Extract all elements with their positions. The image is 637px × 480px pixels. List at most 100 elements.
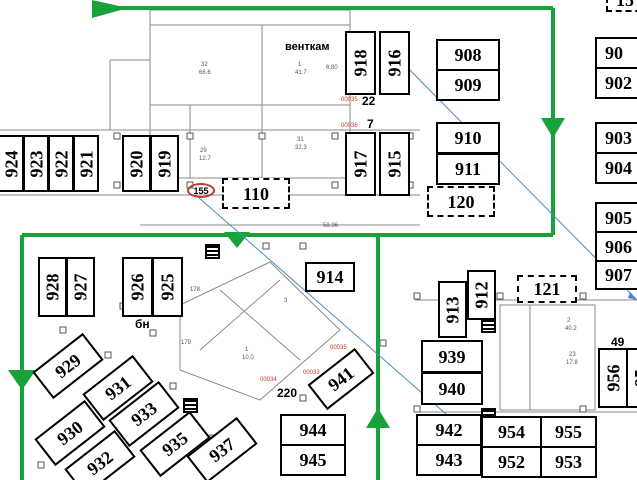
unit-955-label: 955 <box>555 422 582 442</box>
unit-942[interactable]: 942 <box>416 414 482 446</box>
unit-917-label: 917 <box>350 150 371 178</box>
arrow-left-down <box>8 370 36 390</box>
unit-928-label: 928 <box>42 273 63 301</box>
unit-952[interactable]: 952 <box>481 446 542 478</box>
red-label-4: 00034 <box>260 377 277 383</box>
red-label-5: 00035 <box>330 345 347 351</box>
route-arrows <box>8 0 565 428</box>
unit-913[interactable]: 913 <box>438 281 467 338</box>
unit-923[interactable]: 923 <box>23 135 49 192</box>
room-label-right-23: 23 <box>569 352 576 358</box>
unit-941-label: 941 <box>324 362 358 396</box>
dashed-unit-110[interactable]: 110 <box>222 178 290 209</box>
room-label-1: 1 <box>298 62 302 68</box>
unit-933-label: 933 <box>127 397 161 431</box>
red-label-2: 00036 <box>341 123 358 129</box>
unit-927[interactable]: 927 <box>66 257 95 317</box>
unit-919-label: 919 <box>154 150 175 177</box>
unit-912[interactable]: 912 <box>467 270 496 320</box>
unit-919[interactable]: 919 <box>150 135 179 192</box>
unit-907-label: 907 <box>605 265 632 285</box>
stair-icon-1 <box>205 244 220 259</box>
unit-953[interactable]: 953 <box>540 446 597 478</box>
unit-903[interactable]: 903 <box>595 122 637 154</box>
unit-939[interactable]: 939 <box>421 340 483 373</box>
dashed-unit-121[interactable]: 121 <box>517 275 577 303</box>
unit-906[interactable]: 906 <box>595 231 637 263</box>
unit-929-label: 929 <box>51 349 85 383</box>
room-label-178: 178 <box>190 287 201 293</box>
unit-913-label: 913 <box>442 296 463 323</box>
unit-926-label: 926 <box>127 273 148 301</box>
unit-925-label: 925 <box>157 273 178 301</box>
unit-945-label: 945 <box>299 450 327 470</box>
room-label-179: 179 <box>181 340 192 346</box>
unit-928[interactable]: 928 <box>38 257 67 317</box>
unit-907[interactable]: 907 <box>595 260 637 290</box>
room-label-31: 31 <box>297 137 304 143</box>
room-label-29: 29 <box>200 148 207 154</box>
unit-954-label: 954 <box>498 422 525 442</box>
unit-926[interactable]: 926 <box>122 257 153 317</box>
unit-914-label: 914 <box>316 267 344 287</box>
dashed-unit-110-label: 110 <box>242 183 269 204</box>
unit-956[interactable]: 956 <box>598 348 628 408</box>
walls <box>0 9 637 413</box>
unit-918[interactable]: 918 <box>345 31 376 95</box>
unit-914[interactable]: 914 <box>305 262 355 292</box>
unit-957[interactable]: 95 <box>626 348 637 408</box>
unit-954[interactable]: 954 <box>481 416 542 448</box>
unit-920[interactable]: 920 <box>122 135 151 192</box>
unit-940[interactable]: 940 <box>421 372 483 405</box>
unit-902[interactable]: 902 <box>595 67 637 99</box>
unit-921[interactable]: 921 <box>73 135 99 192</box>
unit-925[interactable]: 925 <box>152 257 183 317</box>
unit-955[interactable]: 955 <box>540 416 597 448</box>
unit-904[interactable]: 904 <box>595 152 637 184</box>
unit-911[interactable]: 911 <box>436 153 500 185</box>
unit-944[interactable]: 944 <box>280 414 346 446</box>
unit-922[interactable]: 922 <box>48 135 74 192</box>
unit-942-label: 942 <box>435 420 463 440</box>
unit-903-label: 903 <box>605 128 632 148</box>
unit-943[interactable]: 943 <box>416 444 482 476</box>
room-label-12: 12.7 <box>199 156 211 162</box>
room-label-41: 41.7 <box>295 70 307 76</box>
unit-916[interactable]: 916 <box>379 31 410 95</box>
unit-952-label: 952 <box>498 452 525 472</box>
dashed-unit-120[interactable]: 120 <box>427 186 495 217</box>
unit-939-label: 939 <box>438 346 466 367</box>
unit-921-label: 921 <box>76 150 96 177</box>
unit-909-label: 909 <box>454 75 482 95</box>
room-label-core-10: 10.0 <box>242 355 254 361</box>
unit-910[interactable]: 910 <box>436 122 500 154</box>
unit-957-label: 95 <box>631 369 637 387</box>
room-label-66: 66.6 <box>199 70 211 76</box>
unit-905-label: 905 <box>605 208 632 228</box>
dashed-unit-120-label: 120 <box>447 191 475 212</box>
arrow-right-down <box>541 118 565 138</box>
marker-155[interactable]: 155 <box>187 183 215 198</box>
label-22: 22 <box>362 94 376 108</box>
red-label-1: 00035 <box>341 97 358 103</box>
unit-940-label: 940 <box>438 378 466 399</box>
stair-icon-2 <box>183 398 198 413</box>
room-label-dim-5896: 58.96 <box>323 223 339 229</box>
unit-917[interactable]: 917 <box>345 132 376 196</box>
unit-915[interactable]: 915 <box>379 132 410 196</box>
dashed-unit-top-right[interactable]: 15 <box>606 0 637 12</box>
dashed-unit-121-label: 121 <box>533 279 561 299</box>
unit-945[interactable]: 945 <box>280 444 346 476</box>
unit-908[interactable]: 908 <box>436 39 500 71</box>
unit-909[interactable]: 909 <box>436 69 500 101</box>
arrowhead-907 <box>628 292 637 300</box>
unit-915-label: 915 <box>384 150 405 178</box>
unit-944-label: 944 <box>299 420 327 440</box>
unit-90x-a[interactable]: 90 <box>595 37 637 69</box>
stair-core-outline <box>179 261 341 401</box>
unit-916-label: 916 <box>384 49 405 77</box>
unit-911-label: 911 <box>454 159 481 179</box>
unit-924[interactable]: 924 <box>0 135 24 192</box>
unit-905[interactable]: 905 <box>595 202 637 234</box>
unit-904-label: 904 <box>605 158 632 178</box>
